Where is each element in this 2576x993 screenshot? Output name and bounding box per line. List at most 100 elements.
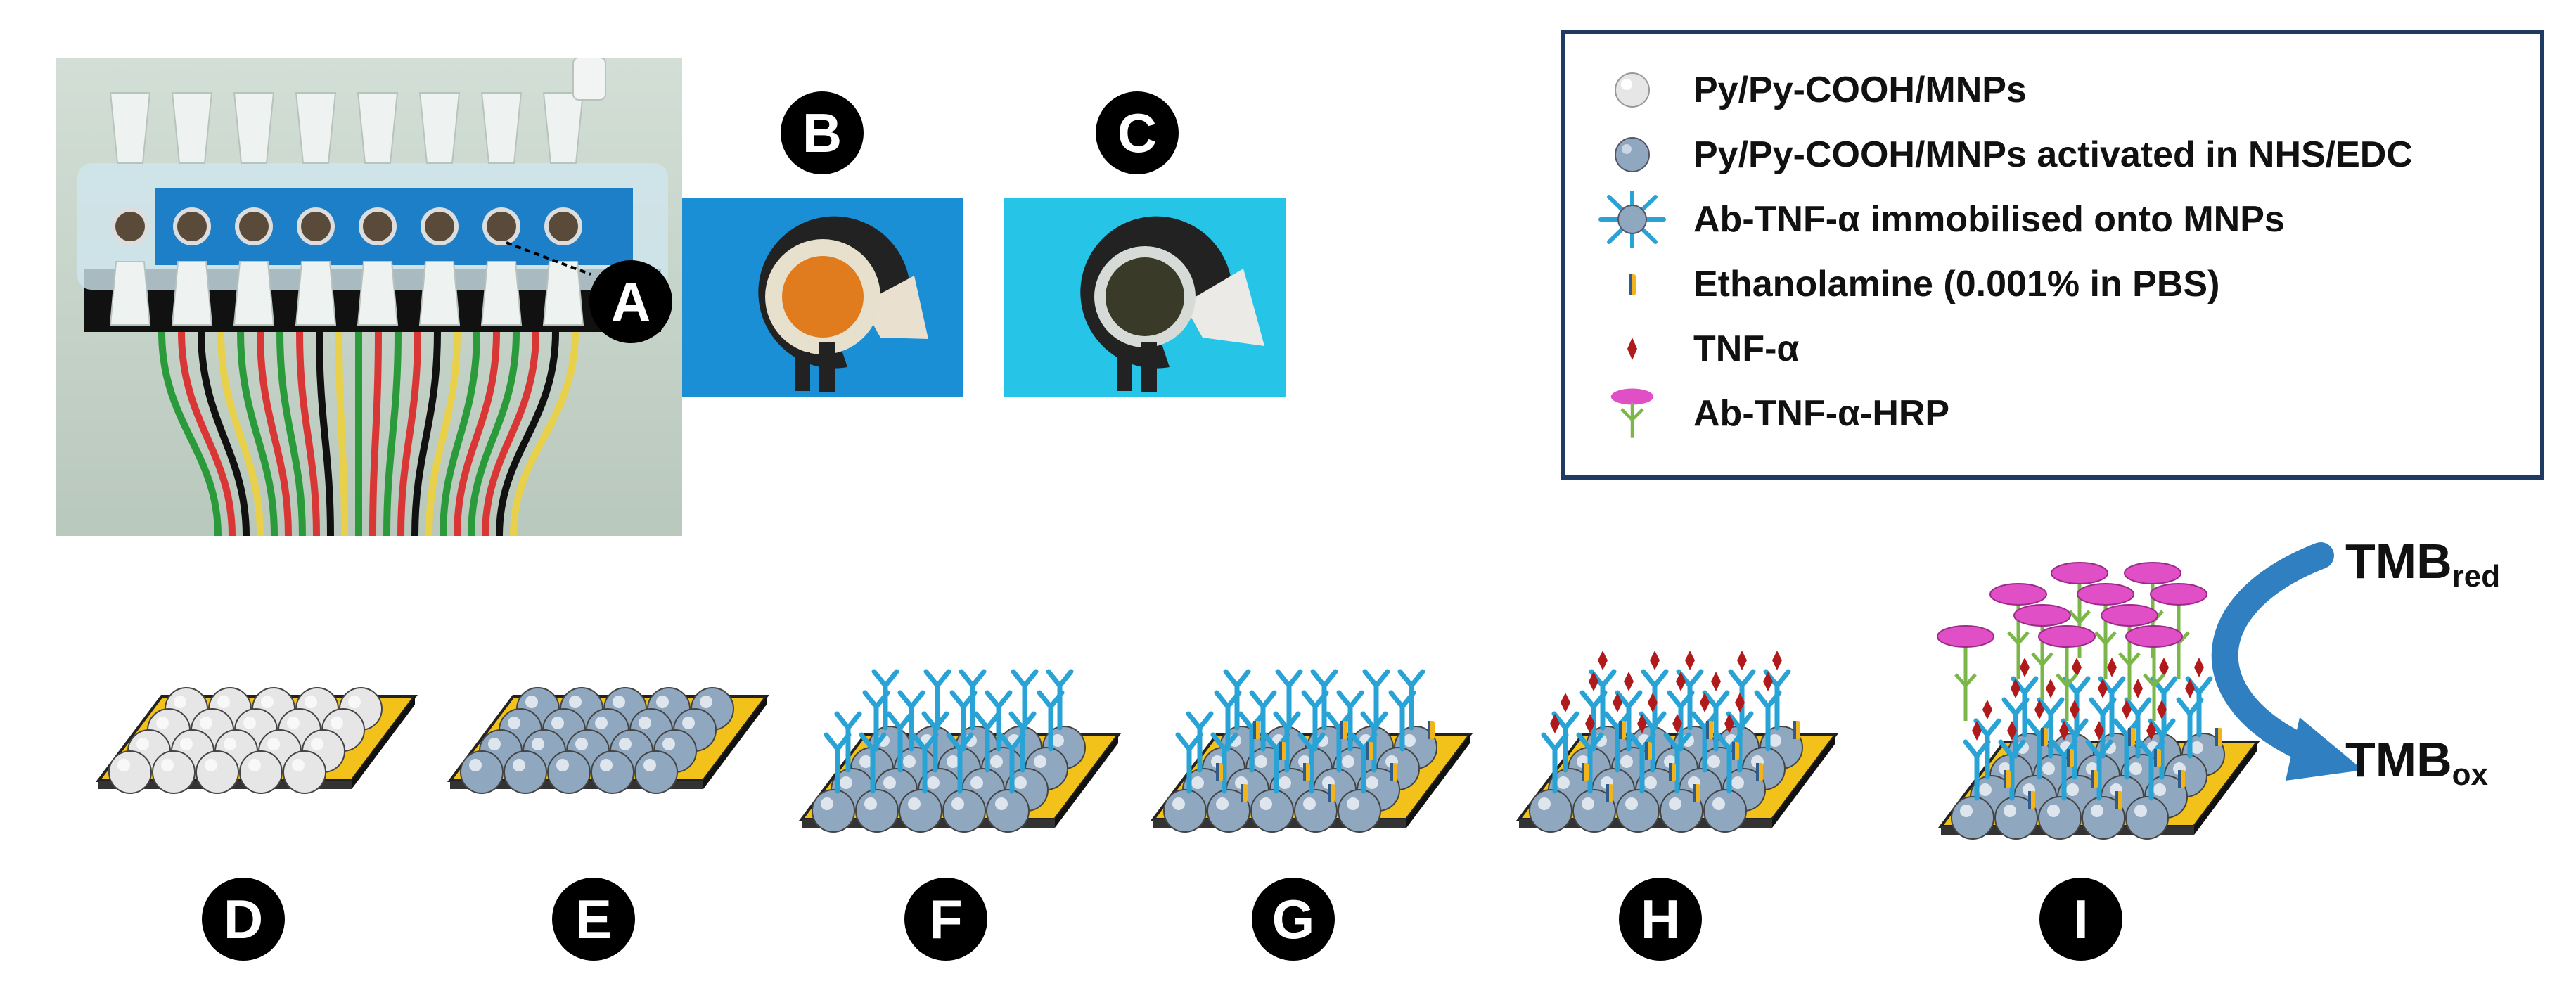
- tnf-alpha: [2011, 679, 2020, 698]
- tnf-alpha: [1561, 693, 1570, 712]
- nanoparticle: [1951, 796, 1994, 840]
- tnf-alpha: [2034, 700, 2044, 719]
- ethanolamine: [1793, 721, 1800, 739]
- hrp-antibody: [2125, 625, 2183, 721]
- tnf-alpha: [1724, 714, 1734, 733]
- tnf-alpha: [2107, 658, 2117, 677]
- nanoparticle: [283, 750, 326, 794]
- antibody-sphere-icon: [1598, 191, 1666, 248]
- ethanolamine: [1216, 763, 1223, 781]
- ethanolamine: [1732, 742, 1739, 760]
- tnf-alpha: [2133, 679, 2143, 698]
- nanoparticle: [2038, 796, 2082, 840]
- wire: [217, 331, 264, 536]
- tnf-alpha: [2146, 721, 2156, 741]
- tnf-alpha: [1672, 714, 1682, 733]
- antibody: [1275, 669, 1303, 731]
- antibody: [2176, 697, 2204, 759]
- cell-tube: [233, 92, 275, 326]
- tnf-alpha: [1585, 714, 1595, 733]
- hrp-antibody: [2038, 625, 2096, 721]
- nanoparticle: [634, 750, 678, 794]
- wire: [510, 331, 579, 536]
- tnf-alpha: [2157, 700, 2167, 719]
- panel-label-g: G: [1252, 878, 1335, 961]
- ethanolamine: [1428, 721, 1435, 739]
- tnf-alpha: [2059, 721, 2069, 741]
- wire: [369, 331, 382, 536]
- legend-item: Py/Py-COOH/MNPs: [1565, 62, 2540, 118]
- antibody: [1576, 732, 1604, 794]
- tnf-alpha: [1737, 651, 1747, 670]
- wire: [198, 331, 250, 536]
- legend-item: TNF-α: [1565, 321, 2540, 377]
- panel-label-b: B: [781, 91, 864, 174]
- wire: [335, 331, 348, 536]
- tnf-alpha: [1711, 672, 1721, 691]
- legend-item: Py/Py-COOH/MNPs activated in NHS/EDC: [1565, 127, 2540, 183]
- tnf-alpha: [1676, 672, 1686, 691]
- tnf-alpha: [1735, 693, 1745, 712]
- wire: [454, 331, 500, 536]
- wire: [383, 331, 402, 536]
- tnf-alpha: [1613, 693, 1622, 712]
- nanoparticle: [196, 750, 239, 794]
- ethanolamine: [2004, 770, 2011, 788]
- wire: [482, 331, 539, 536]
- legend-box: Py/Py-COOH/MNPs Py/Py-COOH/MNPs activate…: [1561, 30, 2544, 480]
- surface-f: [799, 669, 1121, 833]
- antibody: [1998, 739, 2026, 801]
- antibody: [911, 732, 939, 794]
- ethanolamine: [2154, 749, 2161, 767]
- nanoparticle: [1250, 789, 1294, 833]
- surface-i: [1937, 562, 2260, 840]
- ethanolamine: [1606, 784, 1613, 802]
- panel-label-d: D: [202, 878, 285, 961]
- antibody: [859, 732, 887, 794]
- ethanolamine: [1303, 763, 1310, 781]
- tnf-alpha: [2122, 700, 2132, 719]
- ethanolamine: [2115, 791, 2122, 809]
- ethanolamine: [1253, 721, 1260, 739]
- surface-g: [1151, 669, 1473, 833]
- nanoparticle: [504, 750, 547, 794]
- wire: [496, 331, 559, 536]
- nanoparticle: [1529, 789, 1572, 833]
- wire: [397, 331, 421, 536]
- antibody: [1175, 732, 1203, 794]
- ethanolamine: [1279, 742, 1286, 760]
- hrp-antibody: [2051, 562, 2108, 658]
- legend-label: Py/Py-COOH/MNPs activated in NHS/EDC: [1693, 134, 2413, 175]
- wire: [411, 331, 441, 536]
- antibody: [1754, 690, 1782, 752]
- ethanolamine: [1669, 763, 1676, 781]
- nanoparticle: [460, 750, 504, 794]
- nanoparticle: [2125, 796, 2169, 840]
- tnf-alpha: [2070, 700, 2080, 719]
- nanoparticle: [591, 750, 634, 794]
- cell-tube-cap: [572, 58, 606, 101]
- wire: [468, 331, 520, 536]
- cell-tube: [171, 92, 213, 326]
- panel-label-c: C: [1096, 91, 1179, 174]
- antibody: [998, 732, 1026, 794]
- hrp-antibody: [1989, 583, 2047, 679]
- ethanolamine: [1390, 763, 1397, 781]
- electrode-photo-c: [1004, 198, 1286, 397]
- ethanolamine: [1582, 763, 1589, 781]
- tnf-alpha: [1637, 714, 1647, 733]
- nanoparticle: [547, 750, 591, 794]
- tnf-alpha: [1589, 672, 1598, 691]
- nanoparticle: [986, 789, 1030, 833]
- antibody: [1362, 669, 1390, 731]
- antibody: [1541, 732, 1569, 794]
- tnf-alpha-icon: [1627, 338, 1637, 360]
- wire: [316, 331, 334, 536]
- nanoparticle: [1338, 789, 1381, 833]
- tnf-alpha: [2098, 679, 2108, 698]
- ethanolamine: [1706, 721, 1713, 739]
- tmb-red-label: TMBred: [2345, 534, 2501, 594]
- cell-tube: [418, 92, 461, 326]
- reaction-arrow: [2211, 542, 2363, 781]
